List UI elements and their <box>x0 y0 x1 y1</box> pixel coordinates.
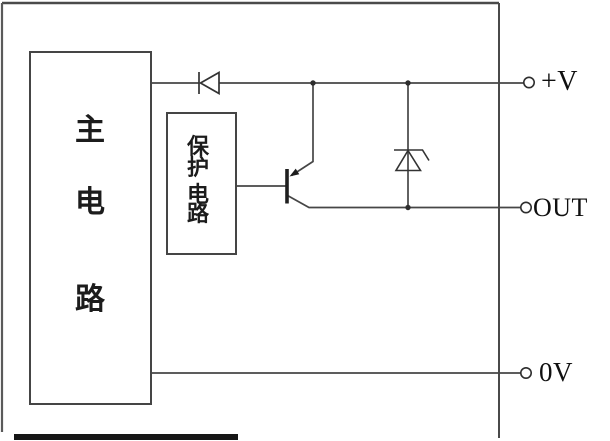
terminal-out-label: OUT <box>533 193 588 222</box>
main-circuit-label-char: 路 <box>75 282 105 317</box>
zener-cathode-bar <box>394 149 430 161</box>
terminal-plusv-circle <box>522 76 535 89</box>
protection-circuit-label-char: 护 <box>186 155 209 181</box>
main-circuit-label-char: 主 <box>75 113 105 148</box>
pnp-transistor-icon <box>285 168 300 204</box>
protection-circuit-label-char: 路 <box>186 201 209 227</box>
terminal-0v-circle <box>519 366 532 379</box>
wire-emitter <box>291 83 314 177</box>
outer-frame <box>0 1 500 438</box>
zener-triangle <box>394 148 422 172</box>
zener-diode-icon <box>394 148 430 172</box>
terminal-circles <box>519 76 535 379</box>
terminal-out-circle <box>519 201 532 214</box>
diode-icon <box>198 71 220 95</box>
diode-triangle <box>198 71 220 95</box>
wire-collector-to-out <box>287 194 521 209</box>
protection-circuit-label-char: 电 <box>186 182 209 208</box>
scan-artifact-bar <box>14 434 238 440</box>
main-circuit-label-char: 电 <box>75 185 105 220</box>
protection-circuit-label-char: 保 <box>186 134 209 160</box>
protection-circuit-box <box>166 112 237 255</box>
terminal-0v-label: 0V <box>539 357 573 387</box>
main-circuit-box <box>29 51 152 405</box>
junction-dots <box>310 80 411 211</box>
wires <box>152 82 524 374</box>
transistor-arrow <box>289 168 300 177</box>
terminal-plusv-label: +V <box>541 66 579 97</box>
